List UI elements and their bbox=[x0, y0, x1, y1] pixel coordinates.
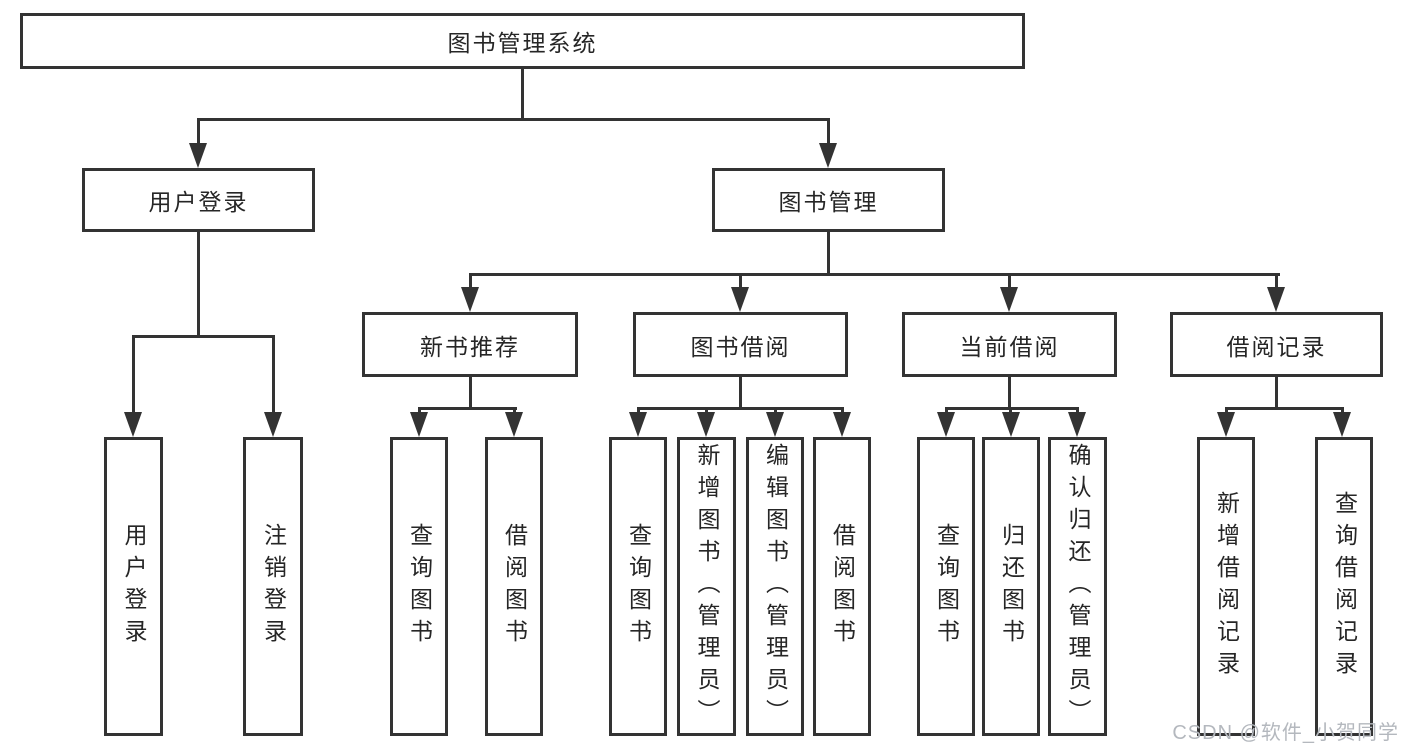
leaf-cb-query-books: 查询图书 bbox=[917, 437, 975, 736]
connector-arrow-down bbox=[1068, 412, 1086, 437]
connector-vline bbox=[705, 407, 708, 416]
leaf-cb-confirm-return-admin-label: 确认归还（管理员） bbox=[1065, 442, 1091, 731]
leaf-br-query-record: 查询借阅记录 bbox=[1315, 437, 1373, 736]
leaf-br-add-record: 新增借阅记录 bbox=[1197, 437, 1255, 736]
node-borrowing-records: 借阅记录 bbox=[1170, 312, 1383, 377]
leaf-rec-query-books-label: 查询图书 bbox=[406, 522, 433, 651]
leaf-rec-query-books: 查询图书 bbox=[390, 437, 448, 736]
leaf-bb-borrow-books: 借阅图书 bbox=[813, 437, 871, 736]
connector-hline bbox=[197, 118, 830, 121]
connector-vline bbox=[827, 232, 830, 273]
leaf-user-login-label: 用户登录 bbox=[121, 522, 147, 651]
connector-arrow-down bbox=[410, 412, 428, 437]
leaf-cb-confirm-return-admin: 确认归还（管理员） bbox=[1048, 437, 1107, 736]
connector-arrow-down bbox=[766, 412, 784, 437]
connector-vline bbox=[1275, 377, 1278, 407]
connector-arrow-down bbox=[461, 287, 479, 312]
leaf-cb-return-books-label: 归还图书 bbox=[998, 522, 1025, 651]
connector-arrow-down bbox=[1267, 287, 1285, 312]
connector-vline bbox=[418, 407, 421, 416]
connector-vline bbox=[1076, 407, 1079, 416]
leaf-bb-add-book-admin-label: 新增图书（管理员） bbox=[694, 442, 720, 731]
connector-vline bbox=[1341, 407, 1344, 416]
leaf-user-login: 用户登录 bbox=[104, 437, 163, 736]
connector-vline bbox=[637, 407, 640, 416]
connector-hline bbox=[132, 335, 275, 338]
connector-vline bbox=[945, 407, 948, 416]
leaf-bb-edit-book-admin: 编辑图书（管理员） bbox=[746, 437, 804, 736]
connector-vline bbox=[739, 273, 742, 293]
node-new-book-recommend: 新书推荐 bbox=[362, 312, 578, 377]
connector-vline bbox=[197, 118, 200, 148]
connector-arrow-down bbox=[833, 412, 851, 437]
connector-vline bbox=[469, 273, 472, 293]
leaf-rec-borrow-books: 借阅图书 bbox=[485, 437, 543, 736]
leaf-cb-return-books: 归还图书 bbox=[982, 437, 1040, 736]
connector-vline bbox=[1225, 407, 1228, 416]
leaf-br-query-record-label: 查询借阅记录 bbox=[1331, 490, 1358, 683]
connector-arrow-down bbox=[505, 412, 523, 437]
connector-hline bbox=[418, 407, 517, 410]
connector-arrow-down bbox=[1002, 412, 1020, 437]
connector-vline bbox=[841, 407, 844, 416]
connector-vline bbox=[1275, 273, 1278, 293]
leaf-bb-query-books-label: 查询图书 bbox=[625, 522, 652, 651]
connector-vline bbox=[1009, 407, 1012, 416]
node-current-borrowing-label: 当前借阅 bbox=[959, 333, 1060, 360]
connector-hline bbox=[1225, 407, 1344, 410]
connector-arrow-down bbox=[629, 412, 647, 437]
connector-arrow-down bbox=[189, 143, 207, 168]
connector-arrow-down bbox=[124, 412, 142, 437]
node-book-management-label: 图书管理 bbox=[778, 189, 879, 215]
node-new-book-recommend-label: 新书推荐 bbox=[420, 333, 520, 360]
leaf-rec-borrow-books-label: 借阅图书 bbox=[501, 522, 528, 651]
leaf-bb-add-book-admin: 新增图书（管理员） bbox=[677, 437, 736, 736]
connector-vline bbox=[521, 69, 524, 118]
connector-arrow-down bbox=[697, 412, 715, 437]
node-book-borrowing: 图书借阅 bbox=[633, 312, 848, 377]
connector-arrow-down bbox=[1333, 412, 1351, 437]
connector-arrow-down bbox=[264, 412, 282, 437]
connector-hline bbox=[469, 273, 1280, 276]
connector-vline bbox=[774, 407, 777, 416]
connector-vline bbox=[513, 407, 516, 416]
node-book-borrowing-label: 图书借阅 bbox=[690, 333, 791, 360]
node-root-label: 图书管理系统 bbox=[447, 30, 598, 56]
leaf-logout-label: 注销登录 bbox=[260, 522, 287, 651]
connector-arrow-down bbox=[731, 287, 749, 312]
csdn-watermark: CSDN @软件_小贺同学 bbox=[1172, 722, 1399, 744]
connector-vline bbox=[469, 377, 472, 407]
connector-vline bbox=[1008, 273, 1011, 293]
leaf-bb-edit-book-admin-label: 编辑图书（管理员） bbox=[762, 442, 789, 731]
connector-vline bbox=[1008, 377, 1011, 407]
node-current-borrowing: 当前借阅 bbox=[902, 312, 1117, 377]
leaf-br-add-record-label: 新增借阅记录 bbox=[1213, 490, 1240, 683]
connector-arrow-down bbox=[937, 412, 955, 437]
connector-arrow-down bbox=[819, 143, 837, 168]
connector-hline bbox=[637, 407, 844, 410]
connector-arrow-down bbox=[1000, 287, 1018, 312]
connector-arrow-down bbox=[1217, 412, 1235, 437]
connector-vline bbox=[739, 377, 742, 407]
node-user-login: 用户登录 bbox=[82, 168, 315, 232]
connector-vline bbox=[272, 335, 275, 415]
connector-vline bbox=[827, 118, 830, 148]
leaf-bb-query-books: 查询图书 bbox=[609, 437, 667, 736]
node-book-management: 图书管理 bbox=[712, 168, 945, 232]
node-user-login-label: 用户登录 bbox=[148, 189, 249, 215]
leaf-cb-query-books-label: 查询图书 bbox=[933, 522, 960, 651]
leaf-bb-borrow-books-label: 借阅图书 bbox=[829, 522, 856, 651]
connector-vline bbox=[132, 335, 135, 415]
node-borrowing-records-label: 借阅记录 bbox=[1226, 333, 1327, 360]
leaf-logout: 注销登录 bbox=[243, 437, 303, 736]
node-root: 图书管理系统 bbox=[20, 13, 1025, 69]
connector-vline bbox=[197, 232, 200, 335]
connector-hline bbox=[945, 407, 1079, 410]
